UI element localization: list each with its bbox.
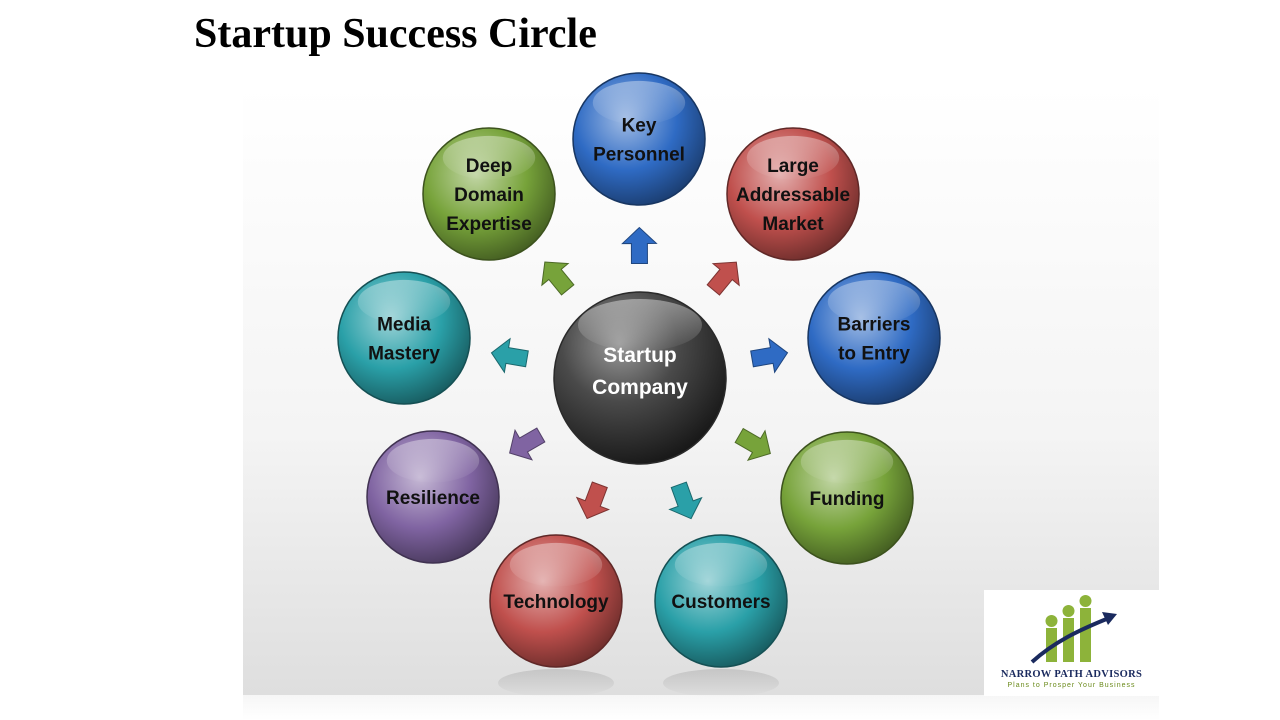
node-label-line: Domain <box>454 185 524 206</box>
arrow-to-barriers-to-entry <box>750 337 789 374</box>
node-gloss <box>592 80 686 125</box>
center-label-line-2: Company <box>592 376 688 399</box>
logo-name: NARROW PATH ADVISORS <box>1000 669 1143 680</box>
logo-tagline: Plans to Prosper Your Business <box>1007 682 1136 689</box>
node-technology: Technology <box>489 534 623 697</box>
node-label-line: to Entry <box>838 344 910 365</box>
node-label-line: Resilience <box>386 488 480 509</box>
arrow-to-key-personnel <box>621 226 658 265</box>
node-gloss <box>442 135 536 180</box>
node-reflection <box>498 669 614 697</box>
arrow-to-funding <box>734 427 771 462</box>
node-label-line: Media <box>377 315 431 336</box>
logo-bars-icon <box>1030 595 1117 664</box>
node-barriers-to-entry: Barriers to Entry <box>807 271 941 405</box>
arrow-to-resilience <box>509 427 546 461</box>
node-label-line: Deep <box>466 156 512 177</box>
arrow-to-media-mastery <box>490 337 529 374</box>
node-label-line: Barriers <box>838 315 911 336</box>
node-label-line: Expertise <box>446 214 532 235</box>
node-label-line: Technology <box>503 592 609 613</box>
arrow-to-deep-domain-expertise <box>541 261 575 296</box>
diagram-floor <box>243 695 1159 720</box>
node-label-line: Customers <box>671 592 770 613</box>
arrow-to-large-addressable-market <box>706 261 740 296</box>
node-label-line: Market <box>762 214 824 235</box>
node-gloss <box>357 279 451 324</box>
node-gloss <box>386 438 480 483</box>
node-gloss <box>674 542 768 587</box>
node-label-line: Addressable <box>736 185 850 206</box>
node-reflection <box>663 669 779 697</box>
company-logo: NARROW PATH ADVISORS Plans to Prosper Yo… <box>984 590 1159 696</box>
arrow-to-technology <box>575 481 611 520</box>
node-gloss <box>827 279 921 324</box>
node-gloss <box>746 135 840 180</box>
node-funding: Funding <box>780 431 914 565</box>
node-label-line: Funding <box>810 489 885 510</box>
node-gloss <box>509 542 603 587</box>
node-label-line: Large <box>767 156 819 177</box>
page-title: Startup Success Circle <box>194 11 597 57</box>
node-customers: Customers <box>654 534 788 697</box>
arrow-to-customers <box>668 481 703 520</box>
node-label-line: Personnel <box>593 145 685 166</box>
node-gloss <box>800 439 894 484</box>
node-label-line: Mastery <box>368 344 440 365</box>
center-node: Startup Company <box>553 291 727 465</box>
center-label-line-1: Startup <box>603 344 677 367</box>
node-label-line: Key <box>622 116 657 137</box>
node-resilience: Resilience <box>366 430 500 564</box>
